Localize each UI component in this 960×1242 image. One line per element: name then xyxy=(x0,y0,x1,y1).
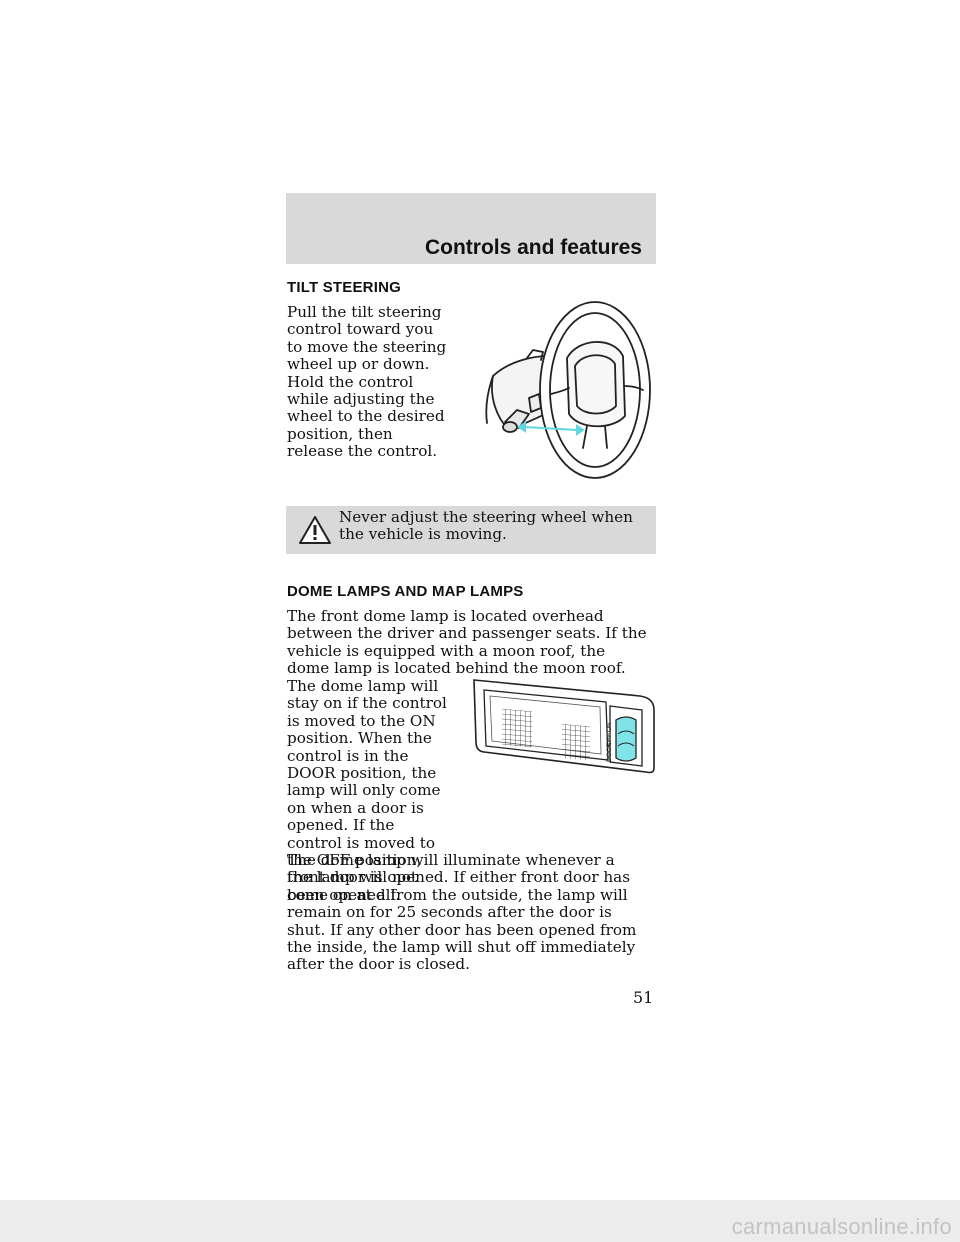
lamp-switch-off-label: OFF xyxy=(606,733,613,746)
dome-lamp-illustration: ON OFF DOOR xyxy=(473,679,655,774)
warning-box: Never adjust the steering wheel when the… xyxy=(286,506,656,554)
warning-text: Never adjust the steering wheel when the… xyxy=(339,508,633,544)
watermark-text[interactable]: carmanualsonline.info xyxy=(731,1214,952,1239)
dome-paragraph-3: The dome lamp will illuminate whenever a… xyxy=(287,851,637,974)
dome-paragraph-2: The dome lamp will stay on if the contro… xyxy=(287,677,447,904)
tilt-steering-text: Pull the tilt steering control toward yo… xyxy=(287,303,447,461)
page-section-title: Controls and features xyxy=(424,236,642,259)
lamp-switch-door-label: DOOR xyxy=(606,742,613,762)
warning-triangle-icon xyxy=(299,516,331,544)
page-number: 51 xyxy=(633,988,654,1007)
lamp-switch-on-label: ON xyxy=(606,722,613,732)
steering-wheel-illustration xyxy=(485,301,651,479)
footer-bar: carmanualsonline.info xyxy=(0,1200,960,1242)
dome-paragraph-1: The front dome lamp is located overhead … xyxy=(287,607,647,678)
tilt-steering-heading: TILT STEERING xyxy=(287,279,401,296)
header-band: Controls and features xyxy=(286,193,656,264)
dome-lamps-heading: DOME LAMPS AND MAP LAMPS xyxy=(287,583,524,600)
